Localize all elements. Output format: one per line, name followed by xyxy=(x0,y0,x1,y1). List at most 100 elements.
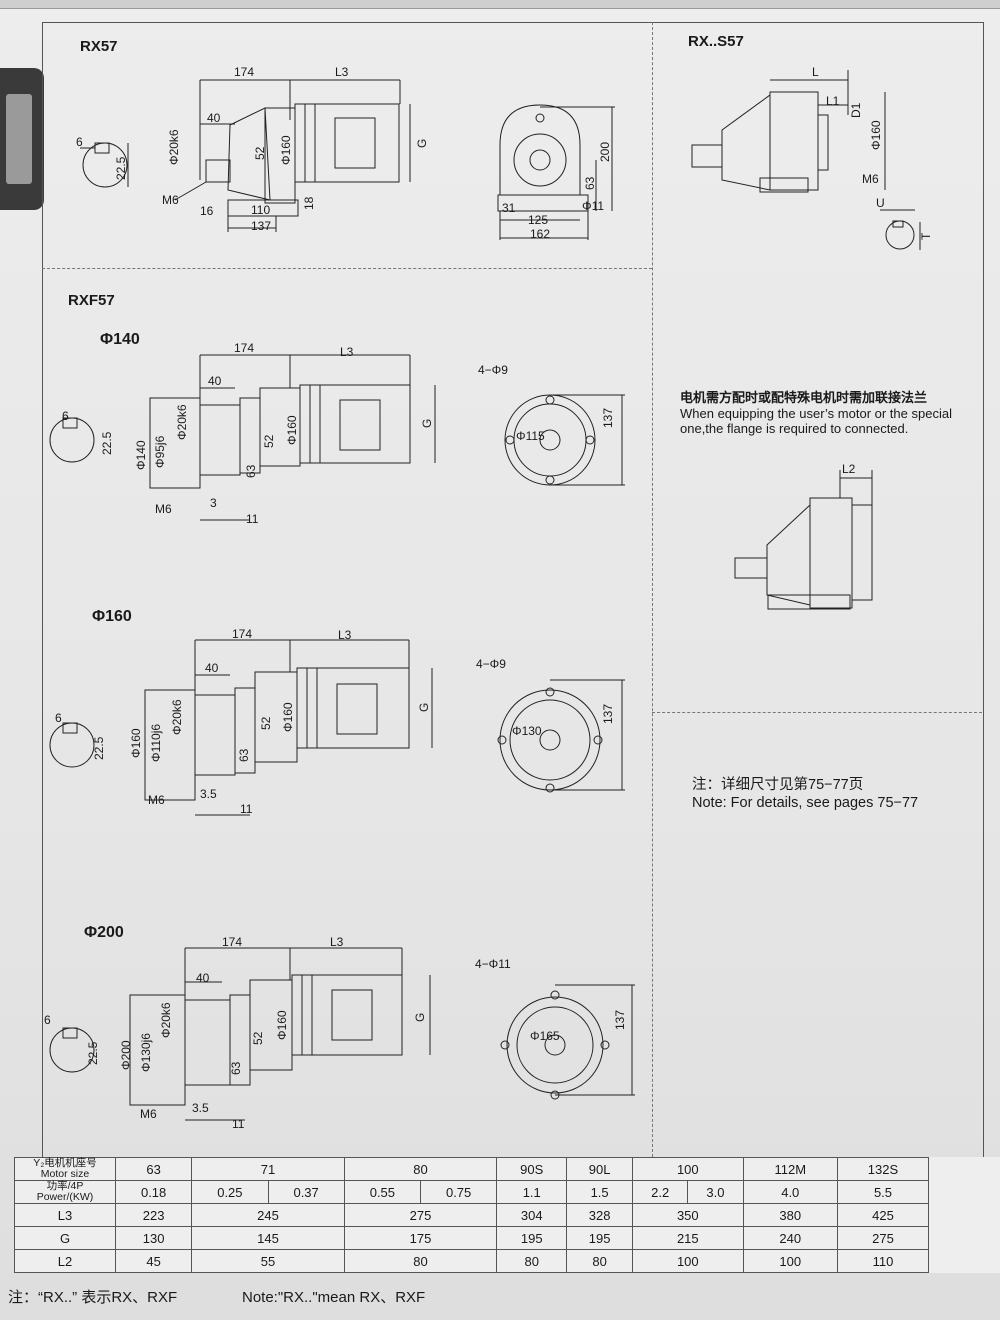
flange-label-200: Φ200 xyxy=(84,924,124,941)
dim-rxs57-l1: L1 xyxy=(826,94,840,108)
dim-rx57-phi11: Φ11 xyxy=(582,199,604,213)
table-cell: 63 xyxy=(114,1157,193,1181)
side-tab-thumbnail xyxy=(6,94,32,184)
dim-200-pcd: Φ165 xyxy=(530,1029,560,1043)
table-cell: 5.5 xyxy=(836,1180,930,1204)
dim-160-m6: M6 xyxy=(148,793,165,807)
table-cell: 3.0 xyxy=(687,1180,744,1204)
table-cell: 100 xyxy=(742,1249,838,1273)
flange-drawing-140 xyxy=(49,354,625,521)
dim-rxs57-phi160: Φ160 xyxy=(869,120,883,150)
table-spacer xyxy=(929,1227,1000,1250)
table-cell: 132S xyxy=(836,1157,930,1181)
flange-drawing-160 xyxy=(49,639,625,816)
gear-motor-side-rx57 xyxy=(174,79,411,232)
section-title-rxf57: RXF57 xyxy=(68,292,115,309)
dim-rx57-m6: M6 xyxy=(162,193,179,207)
table-spacer xyxy=(929,1158,1000,1181)
table-cell: 425 xyxy=(836,1203,930,1227)
table-cell: 112M xyxy=(742,1157,838,1181)
dim-rx57-137: 137 xyxy=(251,219,271,233)
flange-label-160: Φ160 xyxy=(92,608,132,625)
dim-160-pcd: Φ130 xyxy=(512,724,542,738)
table-cell: 1.1 xyxy=(496,1180,568,1204)
dim-rx57-110: 110 xyxy=(251,203,270,217)
table-cell: 80 xyxy=(343,1249,498,1273)
dim-rx57-phi160: Φ160 xyxy=(279,135,293,165)
dim-160-63: 63 xyxy=(237,748,251,762)
table-row: G 130 145 175 195 195 215 240 275 xyxy=(14,1226,1000,1250)
table-row: L2 45 55 80 80 80 100 100 110 xyxy=(14,1249,1000,1273)
gear-motor-front-rx57 xyxy=(497,104,615,240)
table-cell: 80 xyxy=(496,1249,568,1273)
table-row: L3 223 245 275 304 328 350 380 425 xyxy=(14,1203,1000,1227)
table-cell: 2.2 xyxy=(632,1180,689,1204)
table-cell: 328 xyxy=(566,1203,634,1227)
dim-rx57-63: 63 xyxy=(583,176,597,190)
table-cell: 80 xyxy=(566,1249,634,1273)
details-note-en: Note: For details, see pages 75−77 xyxy=(692,795,919,811)
dim-200-spigot: Φ130j6 xyxy=(139,1033,153,1072)
dim-200-flange: Φ200 xyxy=(119,1040,133,1070)
dim-rx57-6: 6 xyxy=(76,135,83,149)
gear-unit-rxs57 xyxy=(691,70,921,250)
dim-160-3-5: 3.5 xyxy=(200,787,217,801)
dim-rx57-125: 125 xyxy=(528,213,548,227)
flange-note-en-2: one,the flange is required to connected. xyxy=(680,421,909,436)
horizontal-divider xyxy=(42,268,652,269)
dim-200-11: 11 xyxy=(232,1117,245,1131)
table-cell: 1.5 xyxy=(566,1180,634,1204)
dim-140-g: G xyxy=(420,419,434,428)
dim-140-3: 3 xyxy=(210,496,217,510)
dim-160-6: 6 xyxy=(55,711,62,725)
table-spacer xyxy=(929,1181,1000,1204)
dim-140-52: 52 xyxy=(262,434,276,448)
dim-140-40: 40 xyxy=(208,374,222,388)
table-cell: 0.37 xyxy=(267,1180,345,1204)
dim-200-6: 6 xyxy=(44,1013,51,1027)
dim-rx57-200: 200 xyxy=(598,142,612,162)
technical-drawings: 174 L3 40 Φ20k6 6 22.5 M6 52 Φ160 G 16 1… xyxy=(44,65,933,1131)
table-cell: 380 xyxy=(742,1203,838,1227)
dim-200-3-5: 3.5 xyxy=(192,1101,209,1115)
table-spacer xyxy=(929,1250,1000,1273)
table-cell: 71 xyxy=(191,1157,345,1181)
dim-160-174: 174 xyxy=(232,627,252,641)
dim-flange-l2: L2 xyxy=(842,462,856,476)
footer-note-cn: 注：“RX..” 表示RX、RXF xyxy=(8,1289,178,1306)
dim-200-137: 137 xyxy=(613,1010,627,1030)
dim-rxs57-t: T xyxy=(919,232,933,240)
dim-200-40: 40 xyxy=(196,971,210,985)
dim-200-22-5: 22.5 xyxy=(86,1041,100,1065)
dim-160-22-5: 22.5 xyxy=(92,736,106,760)
dim-200-phi160: Φ160 xyxy=(275,1010,289,1040)
table-cell: 195 xyxy=(566,1226,634,1250)
dim-rx57-18: 18 xyxy=(302,196,316,210)
dim-200-174: 174 xyxy=(222,935,242,949)
flange-label-140: Φ140 xyxy=(100,331,140,348)
dim-140-22-5: 22.5 xyxy=(100,431,114,455)
dim-200-holes: 4−Φ11 xyxy=(475,957,511,971)
table-cell: 45 xyxy=(114,1249,193,1273)
dim-160-g: G xyxy=(417,703,431,712)
dim-rx57-l3: L3 xyxy=(335,65,349,79)
table-cell: 90S xyxy=(496,1157,568,1181)
dim-rx57-174: 174 xyxy=(234,65,254,79)
dim-140-l3: L3 xyxy=(340,345,354,359)
dim-140-6: 6 xyxy=(62,409,69,423)
dim-160-137: 137 xyxy=(601,704,615,724)
table-cell: 0.55 xyxy=(343,1180,422,1204)
details-note-cn: 注：详细尺寸见第75−77页 xyxy=(692,777,864,793)
table-cell: 304 xyxy=(496,1203,568,1227)
table-cell: 245 xyxy=(191,1203,345,1227)
section-title-rx57: RX57 xyxy=(80,38,118,55)
dim-rxs57-u: U xyxy=(876,196,885,210)
table-cell: 100 xyxy=(632,1157,744,1181)
table-cell: 0.75 xyxy=(419,1180,498,1204)
dim-rx57-g: G xyxy=(415,139,429,148)
dim-160-holes: 4−Φ9 xyxy=(476,657,506,671)
dim-200-l3: L3 xyxy=(330,935,344,949)
table-row-label: G xyxy=(14,1226,116,1250)
